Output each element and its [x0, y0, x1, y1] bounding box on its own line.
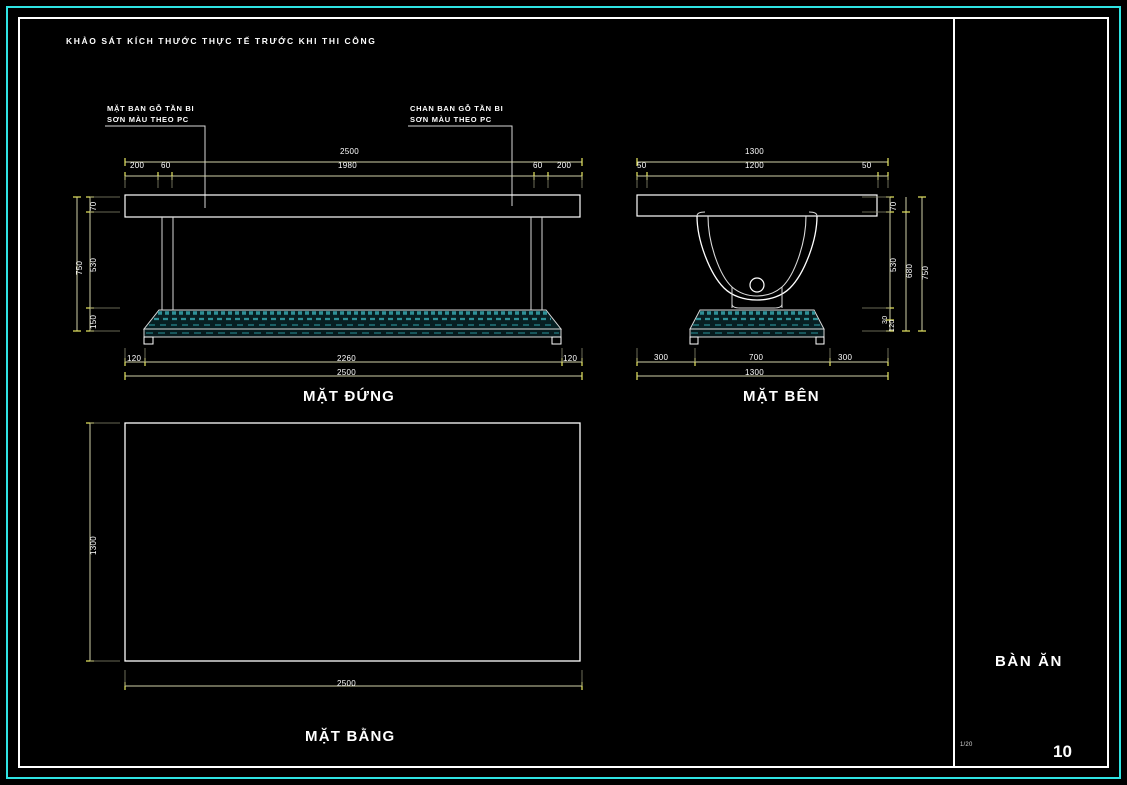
title-block-sheet-number: 10	[1053, 742, 1072, 761]
side-dim-right-680: 680	[905, 263, 914, 278]
side-dim-bottom-300-left: 300	[654, 353, 669, 362]
side-dim-bottom-1300: 1300	[745, 368, 764, 377]
side-dim-right-120: 120	[889, 319, 896, 332]
header-survey-note: KHẢO SÁT KÍCH THƯỚC THỰC TẾ TRƯỚC KHI TH…	[66, 36, 377, 46]
callout-table-leg-line2: SƠN MÀU THEO PC	[410, 115, 492, 124]
plan-left-dimension-lines	[86, 422, 120, 662]
elevation-dim-top-2500: 2500	[340, 147, 359, 156]
title-block-divider	[953, 19, 955, 766]
side-dim-top-50-left: 50	[637, 161, 647, 170]
side-dim-top-50-right: 50	[862, 161, 872, 170]
plan-dim-width-2500: 2500	[337, 679, 356, 688]
elevation-dim-bottom-2500: 2500	[337, 368, 356, 377]
side-dim-top-1300: 1300	[745, 147, 764, 156]
callout-table-leg-line1: CHAN BAN GỖ TẦN BI	[410, 104, 504, 113]
elevation-dim-top-1980: 1980	[338, 161, 357, 170]
elevation-bottom-dimension-lines	[124, 348, 583, 380]
elevation-view-title: MẶT ĐỨNG	[303, 388, 396, 405]
side-table-geometry	[636, 194, 878, 345]
elevation-table-geometry	[124, 194, 581, 345]
elevation-dim-top-200-right: 200	[557, 161, 572, 170]
elevation-dim-left-70: 70	[89, 201, 98, 212]
plan-bottom-dimension-lines	[124, 670, 583, 690]
sheet-inner-border	[18, 17, 1109, 768]
elevation-dim-top-60-left: 60	[161, 161, 171, 170]
elevation-dim-bottom-120-left: 120	[127, 354, 142, 363]
title-block-drawing-title: BÀN ĂN	[995, 653, 1063, 670]
callout-table-top-line2: SƠN MÀU THEO PC	[107, 115, 189, 124]
callout-table-top-line1: MẶT BAN GỖ TẦN BI	[107, 104, 195, 113]
side-dim-right-30: 30	[882, 315, 889, 324]
elevation-dim-top-60-right: 60	[533, 161, 543, 170]
plan-table-geometry	[124, 422, 581, 662]
elevation-left-dimension-lines	[73, 196, 120, 332]
side-dim-right-70: 70	[889, 201, 898, 212]
elevation-dim-bottom-120-right: 120	[563, 354, 578, 363]
side-dim-bottom-300-right: 300	[838, 353, 853, 362]
side-top-dimension-lines	[636, 158, 889, 188]
side-dim-right-530: 530	[889, 257, 898, 272]
sheet-outer-border	[6, 6, 1121, 779]
elevation-dim-left-530: 530	[89, 257, 98, 272]
elevation-dim-left-750: 750	[75, 260, 84, 275]
side-bottom-dimension-lines	[636, 348, 889, 380]
elevation-top-dimension-lines	[124, 158, 583, 188]
elevation-dim-top-200-left: 200	[130, 161, 145, 170]
plan-dim-height-1300: 1300	[89, 536, 98, 555]
side-dim-top-1200: 1200	[745, 161, 764, 170]
side-right-dimension-lines	[862, 196, 926, 332]
side-view-title: MẶT BÊN	[743, 388, 820, 405]
callout-leader-lines	[105, 125, 513, 208]
elevation-dim-bottom-2260: 2260	[337, 354, 356, 363]
plan-view-title: MẶT BẰNG	[305, 728, 396, 745]
side-dim-right-750: 750	[921, 265, 930, 280]
side-dim-bottom-700: 700	[749, 353, 764, 362]
elevation-dim-left-150: 150	[89, 314, 98, 329]
title-block-scale: 1/20	[960, 742, 973, 748]
